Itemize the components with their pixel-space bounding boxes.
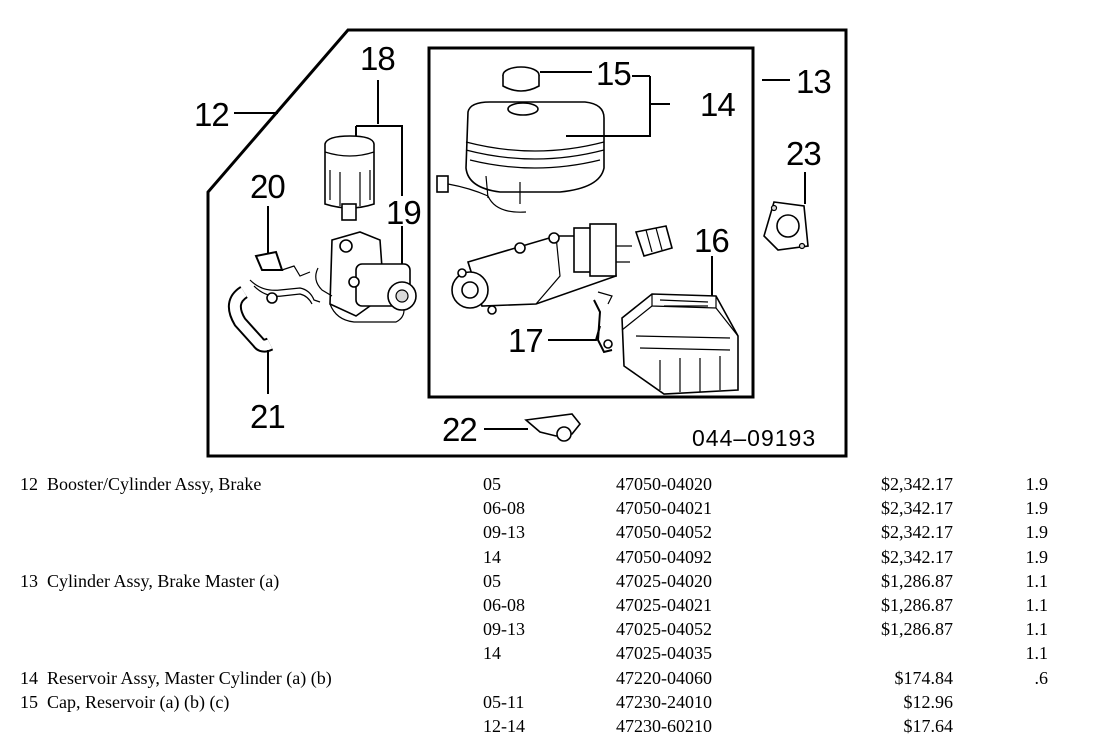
callout-19: 19 xyxy=(386,194,421,231)
part-number: 47050-04052 xyxy=(616,522,712,543)
part-description: Cap, Reservoir (a) (b) (c) xyxy=(47,691,230,712)
booster-assembly-frame xyxy=(206,28,848,458)
callout-23: 23 xyxy=(786,135,821,172)
parts-table: 12 Booster/Cylinder Assy, Brake 05 47050-04… xyxy=(0,472,1101,743)
table-row: 09-13 47050-04052 $2,342.17 1.9 xyxy=(0,522,1101,546)
bracket-drawing xyxy=(593,291,613,354)
callout-13: 13 xyxy=(796,63,831,100)
part-number: 47050-04020 xyxy=(616,474,712,494)
clip-drawing xyxy=(524,413,582,442)
labor-hours: .6 xyxy=(1034,667,1049,688)
part-number: 47025-04052 xyxy=(616,619,712,640)
gasket-drawing xyxy=(763,201,809,251)
callout-20: 20 xyxy=(250,168,285,205)
price: $174.84 xyxy=(894,667,954,688)
model-years: 05 xyxy=(483,474,501,494)
model-years: 14 xyxy=(483,546,501,567)
accumulator-drawing xyxy=(324,135,375,221)
labor-hours: 1.1 xyxy=(1025,619,1049,640)
part-description: Cylinder Assy, Brake Master (a) xyxy=(47,570,280,591)
boot-drawing xyxy=(634,225,673,257)
price: $12.96 xyxy=(903,691,954,712)
reservoir-cap-drawing xyxy=(502,66,540,92)
reservoir-drawing xyxy=(436,101,605,213)
price: $2,342.17 xyxy=(881,546,953,567)
actuator-drawing xyxy=(621,293,739,395)
part-number: 47230-24010 xyxy=(616,691,712,712)
part-description: Booster/Cylinder Assy, Brake xyxy=(47,474,262,494)
item-number: 12 xyxy=(20,474,38,494)
table-row: 06-08 47025-04021 $1,286.87 1.1 xyxy=(0,595,1101,619)
callout-16: 16 xyxy=(694,222,729,259)
model-years: 09-13 xyxy=(483,619,525,640)
table-row: 15 Cap, Reservoir (a) (b) (c) 05-11 47230-2… xyxy=(0,692,1101,716)
model-years: 05 xyxy=(483,570,501,591)
model-years: 05-11 xyxy=(483,691,525,712)
figure-number: 044–09193 xyxy=(692,425,816,451)
callout-17: 17 xyxy=(508,322,543,359)
labor-hours: 1.9 xyxy=(1025,474,1049,494)
exploded-parts-diagram: 12 13 14 15 16 17 18 19 20 21 22 23 044–… xyxy=(194,28,848,458)
model-years: 14 xyxy=(483,643,501,664)
table-row: 12-14 47230-60210 $17.64 xyxy=(0,716,1101,740)
labor-hours: 1.1 xyxy=(1025,595,1049,615)
part-number: 47025-04020 xyxy=(616,570,712,591)
labor-hours: 1.1 xyxy=(1025,643,1049,664)
price: $1,286.87 xyxy=(881,619,953,640)
price: $2,342.17 xyxy=(881,474,953,494)
model-years: 06-08 xyxy=(483,595,525,615)
table-row: 14 Reservoir Assy, Master Cylinder (a) (b… xyxy=(0,668,1101,692)
price: $1,286.87 xyxy=(881,570,953,591)
part-number: 47220-04060 xyxy=(616,667,712,688)
callout-14: 14 xyxy=(700,86,735,123)
labor-hours: 1.9 xyxy=(1025,522,1049,543)
part-number: 47050-04021 xyxy=(616,498,712,519)
item-number: 14 xyxy=(20,667,38,688)
model-years: 06-08 xyxy=(483,498,525,519)
part-description: Reservoir Assy, Master Cylinder (a) (b) xyxy=(47,667,332,688)
table-row: 14 47025-04035 1.1 xyxy=(0,643,1101,667)
master-cylinder-drawing xyxy=(451,223,632,315)
labor-hours: 1.9 xyxy=(1025,498,1049,519)
hose-drawing xyxy=(227,286,274,353)
item-number: 15 xyxy=(20,691,38,712)
table-row: 06-08 47050-04021 $2,342.17 1.9 xyxy=(0,498,1101,522)
labor-hours: 1.9 xyxy=(1025,546,1049,567)
callout-22: 22 xyxy=(442,411,477,448)
callout-18: 18 xyxy=(360,40,395,77)
item-number: 13 xyxy=(20,570,38,591)
model-years: 09-13 xyxy=(483,522,525,543)
table-row: 12 Booster/Cylinder Assy, Brake 05 47050-04… xyxy=(0,474,1101,498)
leader-lines xyxy=(234,71,806,430)
part-number: 47050-04092 xyxy=(616,546,712,567)
price: $17.64 xyxy=(903,716,954,736)
price: $1,286.87 xyxy=(881,595,953,615)
price: $2,342.17 xyxy=(881,498,953,519)
pump-assembly-drawing xyxy=(315,231,417,323)
table-row: 14 47050-04092 $2,342.17 1.9 xyxy=(0,547,1101,571)
master-cylinder-frame xyxy=(427,46,755,399)
part-number: 47025-04021 xyxy=(616,595,712,615)
pipe-clip-drawing xyxy=(249,250,321,305)
callout-12: 12 xyxy=(194,96,229,133)
callout-21: 21 xyxy=(250,398,285,435)
price: $2,342.17 xyxy=(881,522,953,543)
part-number: 47025-04035 xyxy=(616,643,712,664)
labor-hours: 1.1 xyxy=(1025,570,1049,591)
table-row: 09-13 47025-04052 $1,286.87 1.1 xyxy=(0,619,1101,643)
callout-15: 15 xyxy=(596,55,631,92)
model-years: 12-14 xyxy=(483,716,525,736)
table-row: 13 Cylinder Assy, Brake Master (a) 05 47025… xyxy=(0,571,1101,595)
part-number: 47230-60210 xyxy=(616,716,712,736)
